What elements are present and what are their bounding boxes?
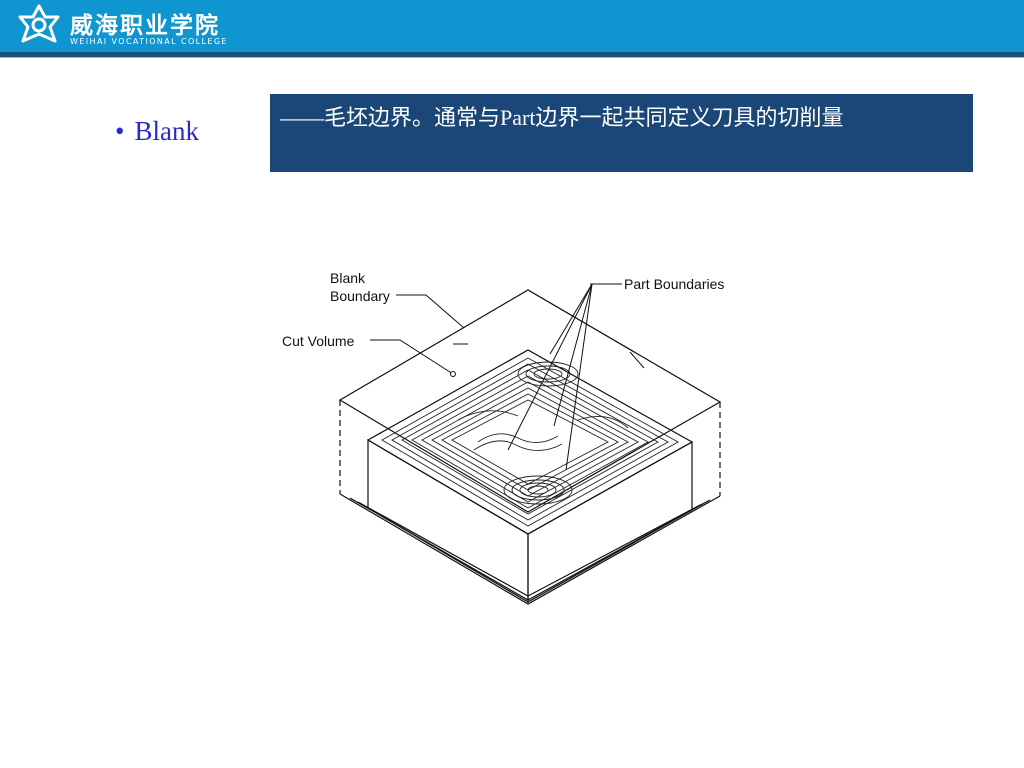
- college-subtitle: WEIHAI VOCATIONAL COLLEGE: [70, 37, 228, 46]
- bullet-item: • Blank: [115, 116, 199, 147]
- bullet-text: Blank: [134, 116, 199, 146]
- label-boundary: Boundary: [330, 288, 390, 304]
- toolpath-contours: [381, 357, 679, 527]
- label-cut-volume: Cut Volume: [282, 333, 355, 349]
- blank-boundary-diagram: Blank Boundary Cut Volume Part Boundarie…: [282, 270, 724, 605]
- header-bar: 威海职业学院 WEIHAI VOCATIONAL COLLEGE: [0, 0, 1024, 52]
- header-rule-thin: [0, 57, 1024, 58]
- bullet-dot: •: [115, 116, 125, 146]
- star-logo-icon: [18, 4, 60, 43]
- base-rim-inner2: [357, 501, 703, 597]
- base-rim-inner: [349, 497, 711, 601]
- definition-callout: ——毛坯边界。通常与Part边界一起共同定义刀具的切削量: [270, 94, 973, 172]
- header-rule: [0, 52, 1024, 57]
- base-rim-left: [339, 493, 721, 605]
- label-part-boundaries: Part Boundaries: [624, 276, 724, 292]
- label-blank: Blank: [330, 270, 366, 286]
- college-name: 威海职业学院: [70, 13, 220, 39]
